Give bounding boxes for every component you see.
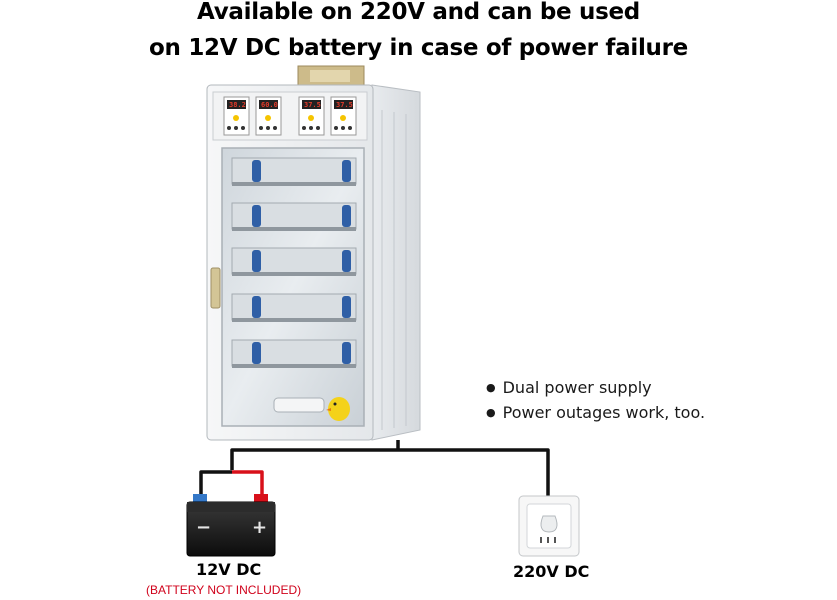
- top-control-box: [297, 65, 365, 89]
- cabinet-side-panel: [371, 84, 421, 441]
- tray-3: [231, 247, 357, 276]
- glass-door: [221, 147, 365, 427]
- controller-3: 37.5: [298, 96, 325, 136]
- egg-trays: [231, 157, 357, 368]
- controller-3-reading: 37.5: [304, 101, 321, 109]
- tray-2: [231, 202, 357, 231]
- tray-5: [231, 339, 357, 368]
- tray-1: [231, 157, 357, 186]
- feature-list: Dual power supply Power outages work, to…: [486, 376, 705, 426]
- controller-1: 38.2: [223, 96, 250, 136]
- outlet-label: 220V DC: [513, 562, 590, 581]
- battery-plus-symbol: +: [252, 517, 267, 538]
- battery-positive-wire: [232, 470, 264, 496]
- controller-2-reading: 60.0: [261, 101, 278, 109]
- battery-negative-wire: [199, 470, 232, 496]
- wiring: [199, 440, 550, 500]
- water-tray: [273, 397, 325, 413]
- headline-line-2: on 12V DC battery in case of power failu…: [149, 35, 688, 61]
- battery: − +: [186, 494, 276, 557]
- battery-minus-symbol: −: [196, 517, 211, 538]
- battery-label: 12V DC: [196, 560, 262, 579]
- tray-4: [231, 293, 357, 322]
- door-handle: [210, 267, 221, 309]
- wall-outlet: [518, 495, 580, 557]
- feature-item: Power outages work, too.: [486, 401, 705, 426]
- main-wire: [230, 448, 550, 500]
- controller-4-reading: 37.5: [336, 101, 353, 109]
- headline-line-1: Available on 220V and can be used: [197, 0, 640, 25]
- chick-sticker: [326, 397, 350, 421]
- controller-1-reading: 38.2: [229, 101, 246, 109]
- controller-2: 60.0: [255, 96, 282, 136]
- side-ribs: [381, 110, 407, 430]
- feature-item: Dual power supply: [486, 376, 705, 401]
- controller-4: 37.5: [330, 96, 357, 136]
- battery-note: (BATTERY NOT INCLUDED): [146, 583, 302, 597]
